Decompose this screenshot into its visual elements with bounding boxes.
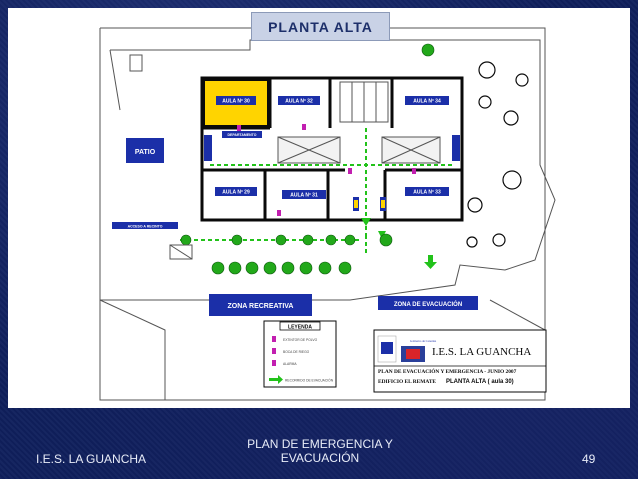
room-labels: AULA Nº 30 AULA Nº 32 AULA Nº 34 AULA Nº…: [215, 96, 449, 199]
zona-evacuacion-label: ZONA DE EVACUACIÓN: [394, 300, 462, 308]
footer-plan-name: PLAN DE EMERGENCIA Y EVACUACIÓN: [220, 437, 420, 465]
hedge-trees: [180, 43, 435, 275]
extinguisher-icons: [237, 124, 416, 216]
school-name: I.E.S. LA GUANCHA: [432, 346, 531, 358]
aula-34-label: AULA Nº 34: [413, 99, 441, 105]
building-name: EDIFICIO EL REMATE: [378, 379, 436, 385]
alarm-icons: [353, 197, 386, 211]
patio-label: PATIO: [135, 149, 156, 156]
zona-recreativa-label: ZONA RECREATIVA: [228, 303, 294, 310]
stairs: [277, 136, 441, 164]
page-number: 49: [582, 452, 596, 466]
small-room-label: DEPARTAMENTO: [228, 133, 257, 137]
aula-30-label: AULA Nº 30: [222, 99, 250, 105]
floor-name: PLANTA ALTA ( aula 30): [446, 379, 514, 385]
site-outline: [99, 27, 556, 401]
logo-text: Gobierno de Canarias: [410, 339, 437, 343]
side-tags: [204, 135, 460, 161]
evacuation-arrows: [361, 218, 437, 269]
legend-title: LEYENDA: [288, 325, 312, 331]
legend-item-3: ALARMA: [283, 362, 297, 366]
acceso-label: ACCESO A RECINTO: [128, 225, 163, 229]
plan-line: PLAN DE EVACUACIÓN Y EMERGENCIA - JUNIO …: [378, 367, 517, 375]
footer-line-2: EVACUACIÓN: [280, 451, 360, 465]
footer-school: I.E.S. LA GUANCHA: [36, 452, 147, 466]
aula-33-label: AULA Nº 33: [413, 190, 441, 196]
title-block: Gobierno de Canarias I.E.S. LA GUANCHA P…: [373, 329, 547, 393]
plan-title: PLANTA ALTA: [251, 12, 390, 41]
zone-labels: PATIO ZONA RECREATIVA ZONA DE EVACUACIÓN…: [112, 138, 478, 316]
aula-32-label: AULA Nº 32: [285, 99, 313, 105]
legend-item-1: EXTINTOR DE POLVO: [283, 338, 318, 342]
footer-line-1: PLAN DE EMERGENCIA Y: [247, 437, 393, 451]
aula-29-label: AULA Nº 29: [222, 190, 250, 196]
site-marks: [129, 54, 193, 260]
building-walls: [200, 76, 464, 222]
aula-31-label: AULA Nº 31: [290, 193, 318, 199]
toilets: [339, 81, 389, 123]
legend-item-2: BOCA DE RIEGO: [283, 350, 310, 354]
legend: LEYENDA EXTINTOR DE POLVO BOCA DE RIEGO …: [263, 320, 337, 388]
outline-trees: [466, 61, 529, 248]
legend-item-4: RECORRIDO DE EVACUACIÓN: [285, 378, 334, 383]
